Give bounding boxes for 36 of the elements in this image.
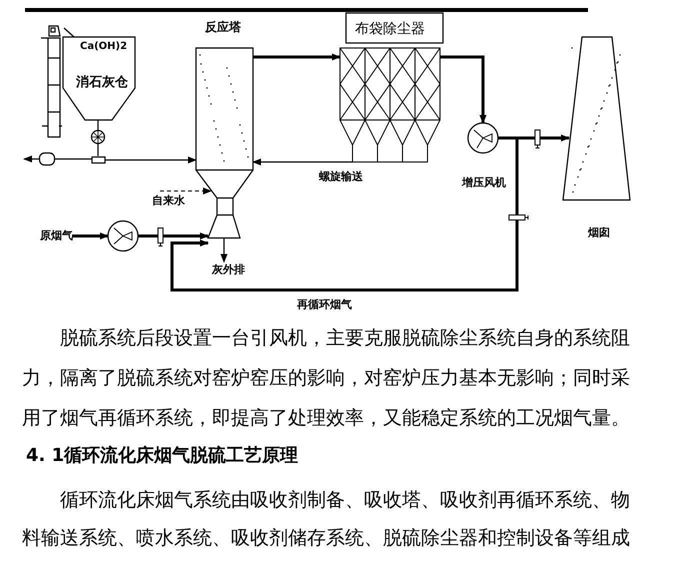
arrow — [252, 158, 353, 166]
arrow — [138, 232, 209, 240]
connecting-line — [97, 120, 99, 130]
paragraph: 脱硫系统后段设置一台引风机，主要克服脱硫除尘系统自身的系统阻力，隔离了脱硫系统对窑炉窑压的影响，对窑炉压力基本无影响；同时采用了烟气再循环系统，即提高了处理效率，又能稳定系统的工况烟气量。 — [22, 326, 631, 431]
arrow — [170, 138, 518, 292]
arrow — [440, 56, 487, 124]
dashed-arrow — [160, 187, 212, 195]
connecting-line — [55, 158, 92, 160]
section-heading: 4. 1循环流化床烟气脱硫工艺原理 — [26, 444, 298, 468]
arrow — [253, 53, 341, 61]
edge-label: 螺旋输送 — [318, 170, 364, 184]
arrow — [72, 232, 109, 240]
tower-label: 反应塔 — [205, 20, 241, 34]
inlet-fan — [107, 220, 139, 252]
ash-label: 灰外排 — [212, 263, 245, 277]
silo-formula: Ca(OH)2 — [80, 40, 128, 54]
chimney-label: 烟囱 — [588, 226, 610, 240]
bag-filter-label: 布袋除尘器 — [355, 20, 425, 38]
arrow — [105, 156, 197, 164]
connecting-line — [64, 28, 74, 38]
blower — [38, 152, 56, 166]
silo-label: 消石灰仓 — [76, 74, 128, 91]
fan-label: 增压风机 — [462, 176, 506, 190]
ejector-mixer — [90, 155, 107, 165]
paragraph: 循环流化床烟气系统由吸收剂制备、吸收塔、吸收剂再循环系统、物料输送系统、喷水系统、吸收剂储存系统、脱硫除尘器和控制设备等组成 — [22, 488, 631, 551]
arrow — [220, 238, 228, 263]
arrow — [23, 155, 39, 163]
arrow — [498, 134, 570, 142]
bag-filter — [338, 12, 445, 164]
water-label: 自来水 — [152, 194, 185, 208]
reactor-tower — [194, 18, 256, 240]
inlet-label: 原烟气 — [40, 229, 73, 243]
rotary-valve — [90, 129, 106, 145]
connecting-line — [97, 144, 99, 156]
edge-label: 再循环烟气 — [296, 298, 353, 312]
lime-silo — [60, 35, 138, 123]
